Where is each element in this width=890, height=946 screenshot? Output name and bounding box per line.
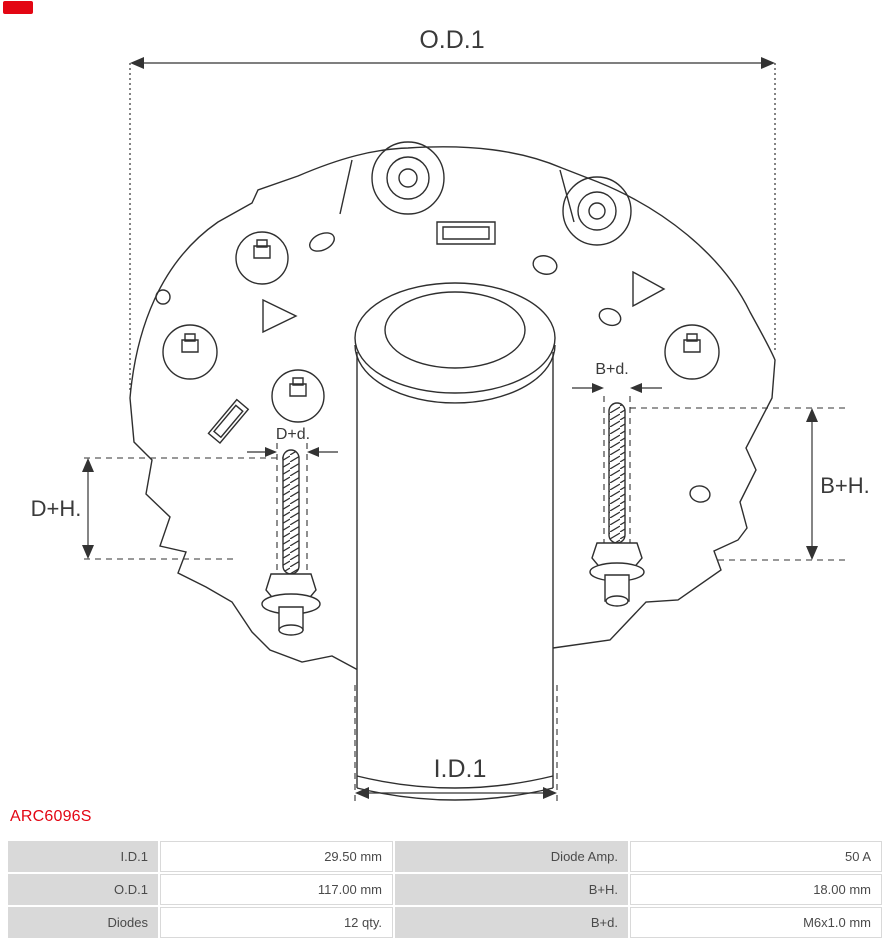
left-terminal-stud (262, 443, 320, 635)
technical-drawing: O.D.1 I.D.1 D+H. B+H. (31, 26, 870, 806)
dd-dimension: D+d. (247, 426, 338, 457)
part-number: ARC6096S (10, 808, 92, 825)
right-terminal-stud (590, 396, 644, 606)
bh-dimension: B+H. (630, 408, 870, 560)
spec-label-cell: Diodes (8, 907, 158, 938)
spec-label-cell: B+d. (395, 907, 628, 938)
dh-dimension-label: D+H. (31, 496, 82, 521)
connector-slot (208, 222, 664, 443)
plate-holes (156, 229, 711, 503)
dh-dimension: D+H. (31, 458, 283, 559)
bd-dimension: B+d. (572, 361, 662, 393)
id1-dimension: I.D.1 (355, 685, 557, 803)
spec-table: I.D.1 29.50 mm Diode Amp. 50 A O.D.1 117… (8, 841, 882, 938)
spec-value-cell: 12 qty. (160, 907, 393, 938)
spec-label-cell: O.D.1 (8, 874, 158, 905)
spec-label-cell: I.D.1 (8, 841, 158, 872)
dd-dimension-label: D+d. (276, 426, 310, 443)
spec-value-cell: 18.00 mm (630, 874, 882, 905)
brand-logo (3, 1, 33, 14)
bh-dimension-label: B+H. (820, 473, 870, 498)
spec-value-cell: 50 A (630, 841, 882, 872)
press-fit-diodes (163, 232, 719, 422)
bd-dimension-label: B+d. (595, 361, 628, 378)
spec-value-cell: M6x1.0 mm (630, 907, 882, 938)
spec-value-cell: 117.00 mm (160, 874, 393, 905)
spec-label-cell: B+H. (395, 874, 628, 905)
spec-label-cell: Diode Amp. (395, 841, 628, 872)
od1-dimension-label: O.D.1 (419, 26, 484, 54)
central-bore (355, 283, 555, 800)
id1-dimension-label: I.D.1 (434, 755, 487, 783)
spec-value-cell: 29.50 mm (160, 841, 393, 872)
od1-dimension: O.D.1 (130, 26, 775, 393)
diode-bosses (372, 142, 631, 245)
